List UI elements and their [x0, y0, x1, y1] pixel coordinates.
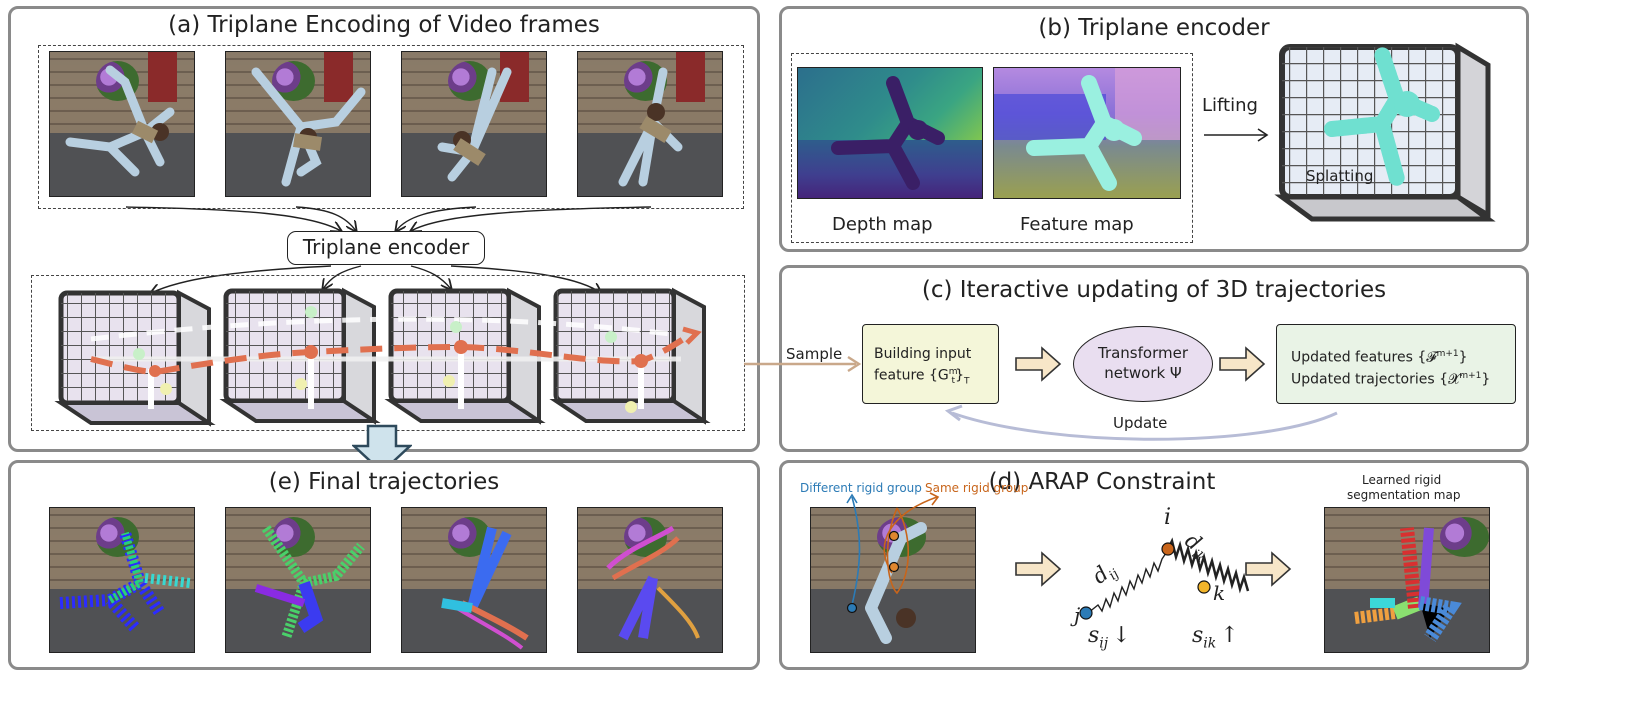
box1-range: T [964, 376, 970, 387]
building-input-feature-box: Building input feature {Gmt}T [862, 324, 999, 404]
depth-map-image [797, 67, 983, 199]
box1-line2: feature {G [874, 367, 949, 384]
video-frame-1 [49, 51, 195, 197]
panel-a-title: (a) Triplane Encoding of Video frames [168, 12, 600, 38]
panel-b: (b) Triplane encoder Depth map Feature m… [779, 6, 1529, 252]
panel-e-title: (e) Final trajectories [268, 469, 500, 495]
same-group-label: Same rigid group [925, 481, 1029, 495]
node-i-label: i [1164, 505, 1172, 530]
node-j-label: j [1074, 603, 1081, 627]
d-ij-label: dij [1088, 556, 1122, 592]
box3-line2: Updated trajectories {𝓧 [1291, 371, 1460, 388]
s-ik-arrow: ↑ [1220, 623, 1239, 648]
panel-d-title: (d) ARAP Constraint [988, 469, 1216, 495]
rigid-segmentation-image [1324, 507, 1490, 653]
arap-input-image [810, 507, 976, 653]
maps-group [791, 53, 1193, 243]
video-frame-4 [577, 51, 723, 197]
triplane-encoder-box: Triplane encoder [287, 231, 485, 265]
depth-map-label: Depth map [832, 214, 933, 235]
box1-tail: } [955, 367, 964, 384]
box3-line1: Updated features {𝓕 [1291, 349, 1437, 366]
s-ij-sub: ij [1099, 635, 1109, 652]
box3-sup-1: m+1 [1436, 349, 1459, 359]
panel-a: (a) Triplane Encoding of Video frames Tr… [8, 6, 760, 452]
node-k-label: k [1213, 581, 1226, 605]
d-ik-label: dik [1178, 528, 1215, 566]
panel-e: (e) Final trajectories [8, 460, 760, 670]
s-ij-arrow: ↓ [1112, 623, 1131, 648]
s-ik-label: sik↑ [1192, 623, 1239, 651]
learned-line2: segmentation map [1347, 488, 1461, 502]
different-group-label: Different rigid group [800, 481, 922, 495]
updated-outputs-box: Updated features {𝓕m+1} Updated trajecto… [1276, 324, 1516, 404]
splatting-cube [1274, 42, 1496, 222]
lifting-arrow [1204, 128, 1269, 142]
panel-c-title: (c) Iteractive updating of 3D trajectori… [921, 277, 1387, 303]
s-ij-symbol: s [1088, 623, 1100, 648]
feature-map-label: Feature map [1020, 214, 1134, 235]
triplanes-group [31, 275, 745, 431]
video-frame-2 [225, 51, 371, 197]
box1-sup: m [948, 367, 958, 377]
update-label: Update [1113, 414, 1168, 432]
box3-sup-2: m+1 [1459, 370, 1482, 381]
splatting-label: Splatting [1306, 167, 1374, 185]
box1-sub: t [951, 376, 956, 387]
lifting-label: Lifting [1202, 95, 1258, 116]
panel-c: (c) Iteractive updating of 3D trajectori… [779, 265, 1529, 452]
video-frame-3 [401, 51, 547, 197]
triplane-encoder-label: Triplane encoder [302, 235, 470, 259]
learned-line1: Learned rigid [1362, 473, 1442, 487]
final-trajectory-2 [225, 507, 371, 653]
panel-b-title: (b) Triplane encoder [1038, 15, 1270, 41]
final-trajectory-1 [49, 507, 195, 653]
final-trajectory-4 [577, 507, 723, 653]
s-ik-symbol: s [1192, 623, 1204, 648]
sample-label: Sample [786, 345, 843, 363]
feature-map-image [993, 67, 1181, 199]
panel-d: (d) ARAP Constraint Different rigid grou… [779, 460, 1529, 670]
transformer-line1: Transformer [1097, 344, 1188, 362]
transformer-line2: network Ψ [1104, 364, 1182, 382]
box1-line1: Building input [874, 346, 972, 362]
s-ij-label: sij↓ [1088, 623, 1131, 651]
transformer-network-ellipse: Transformer network Ψ [1073, 326, 1213, 402]
s-ik-sub: ik [1203, 635, 1217, 652]
video-frames-group [38, 45, 744, 209]
final-trajectory-3 [401, 507, 547, 653]
